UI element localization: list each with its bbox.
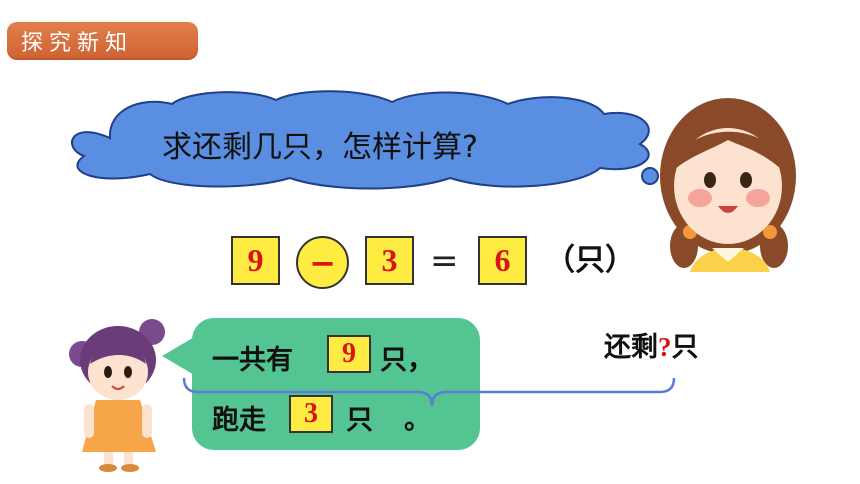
line1-value-box: 9 <box>327 335 371 373</box>
remaining-question-mark: ? <box>658 332 672 362</box>
remaining-label: 还剩?只 <box>604 325 699 364</box>
cloud-question: 求还剩几只，怎样计算? <box>162 130 478 165</box>
line1-prefix: 一共有 <box>212 345 293 376</box>
line2-prefix: 跑走 <box>212 405 266 436</box>
remaining-prefix: 还剩 <box>604 332 658 363</box>
equation-result: 6 <box>478 236 527 285</box>
section-title: 探究新知 <box>7 22 198 60</box>
equation-operand-1: 9 <box>231 236 280 285</box>
line2-suffix: 只 <box>346 405 373 436</box>
speech-bubble-tail <box>162 336 196 376</box>
equation-operand-2: 3 <box>365 236 414 285</box>
equation-unit: （只） <box>545 243 635 278</box>
equals-sign: = <box>430 241 459 281</box>
line2-end: 。 <box>404 405 431 436</box>
line2-value-box: 3 <box>289 395 333 433</box>
equation-operator-circle: − <box>296 236 349 289</box>
line1-suffix: 只， <box>380 345 434 376</box>
remaining-suffix: 只 <box>671 332 699 363</box>
